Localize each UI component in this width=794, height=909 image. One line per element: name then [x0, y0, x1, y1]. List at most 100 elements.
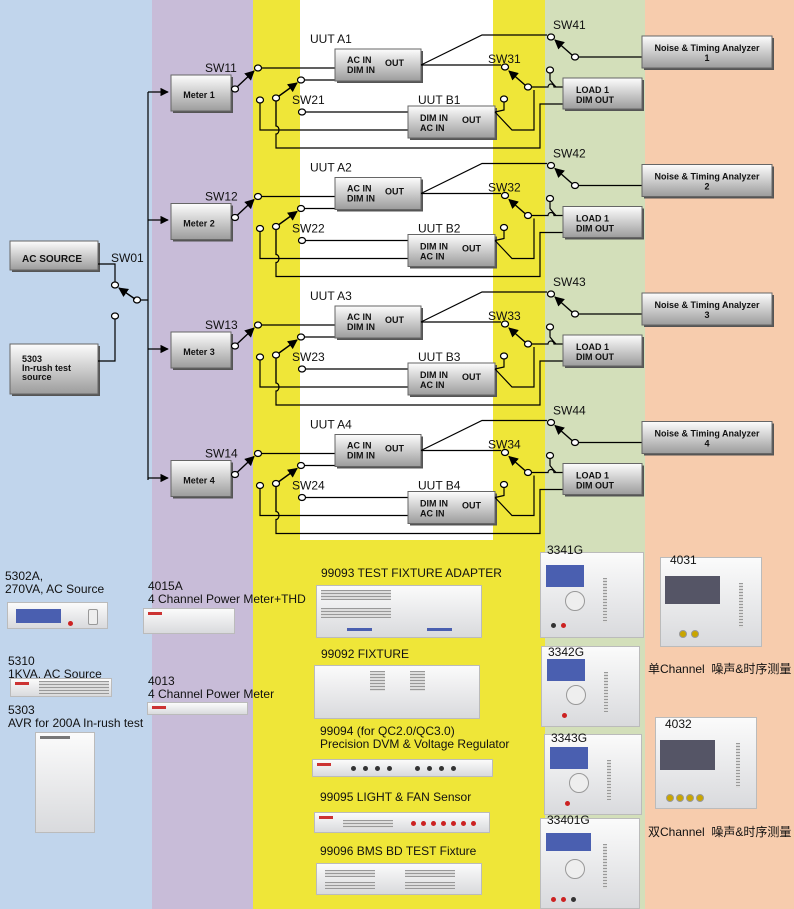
inrush-source-label: source [22, 372, 52, 382]
product-33401g-label: 33401G [547, 813, 590, 827]
wire [420, 419, 547, 452]
switch-lever [278, 82, 298, 97]
product-99094-image [312, 759, 493, 777]
load-label: LOAD 1 [576, 85, 609, 95]
wire [420, 162, 547, 195]
switch-lever [508, 327, 526, 343]
product-5302a-image [7, 602, 108, 629]
switch-contact [296, 333, 306, 341]
sw01-label: SW01 [111, 251, 144, 265]
noise-timing-analyzer-box [641, 35, 773, 69]
switch-contact [271, 94, 281, 102]
inrush-source-box [9, 343, 99, 395]
uut-a-label: UUT A3 [310, 289, 352, 303]
product-4015a-image [143, 608, 235, 634]
noise-timing-analyzer-label: Noise & Timing Analyzer [654, 43, 760, 53]
noise-timing-analyzer-number: 2 [704, 182, 709, 192]
switch-lever [508, 70, 526, 86]
product-3342g-image [541, 646, 640, 727]
load-dim-out-label: DIM OUT [576, 481, 614, 491]
wire [275, 229, 563, 278]
sw-nta-label: SW41 [553, 18, 586, 32]
load-box [562, 334, 643, 367]
meter-label: Meter 4 [183, 476, 215, 486]
uut-b-label: UUT B2 [418, 222, 461, 236]
switch-contact [297, 365, 307, 373]
uut-a-port-ac-in: AC IN [347, 184, 372, 194]
switch-contact [253, 449, 263, 458]
product-99093-label: 99093 TEST FIXTURE ADAPTER [321, 566, 502, 580]
switch-contact [499, 223, 509, 232]
noise-timing-analyzer-label: Noise & Timing Analyzer [654, 172, 760, 182]
switch-contact [500, 191, 510, 200]
meter-label: Meter 3 [183, 347, 215, 357]
product-99094-label: 99094 (for QC2.0/QC3.0) Precision DVM & … [320, 724, 510, 751]
product-4032-description: 双Channel 噪声&时序测量 [648, 825, 792, 839]
sw-dim-label: SW24 [292, 479, 325, 493]
uut-a-port-out: OUT [385, 444, 405, 454]
switch-contact [296, 76, 306, 84]
switch-contact [570, 53, 580, 61]
switch-contact [297, 236, 307, 245]
switch-contact [546, 290, 556, 298]
uut-a-box [334, 305, 422, 339]
sw-load-label: SW31 [488, 52, 521, 66]
switch-contact [545, 451, 555, 460]
switch-contact [253, 64, 263, 72]
product-4015a-label: 4015A 4 Channel Power Meter+THD [148, 579, 306, 606]
wire [494, 475, 535, 517]
switch-contact [230, 85, 240, 93]
sw-dim-label: SW21 [292, 93, 325, 107]
wire [98, 319, 116, 362]
noise-timing-analyzer-label: Noise & Timing Analyzer [654, 429, 760, 439]
uut-b-port-out: OUT [462, 501, 482, 511]
product-5303-label: 5303 AVR for 200A In-rush test [8, 703, 144, 730]
meter-band [152, 0, 253, 909]
uut-b-port-dim-in: DIM IN [420, 113, 448, 123]
uut-b-port-dim-in: DIM IN [420, 499, 448, 509]
switch-contact [500, 448, 510, 457]
sw-nta-label: SW43 [553, 275, 586, 289]
switch-lever [554, 424, 573, 442]
product-3342g-label: 3342G [548, 645, 585, 659]
switch-contact [570, 438, 580, 447]
wire [494, 218, 535, 260]
product-99092-label: 99092 FIXTURE [321, 647, 410, 661]
switch-contact [546, 161, 556, 170]
uut-b-box [407, 362, 496, 396]
product-3341g-image [540, 552, 644, 638]
wire [259, 360, 408, 388]
sw-meter-label: SW11 [205, 61, 237, 75]
switch-contact [546, 418, 556, 427]
product-99095-image [314, 812, 490, 833]
wire [531, 83, 563, 88]
load-box [562, 463, 643, 495]
load-label: LOAD 1 [576, 342, 609, 352]
switch-contact [296, 461, 306, 470]
switch-contact [296, 204, 306, 213]
sw-meter-label: SW14 [205, 447, 238, 461]
switch-contact [110, 312, 120, 320]
uut-a-box [334, 48, 422, 82]
switch-lever [508, 455, 526, 472]
product-4031-image [660, 557, 762, 647]
switch-contact [523, 83, 533, 91]
switch-contact [499, 480, 509, 489]
product-3343g-label: 3343G [551, 731, 588, 745]
switch-lever [236, 70, 255, 88]
product-99095-label: 99095 LIGHT & FAN Sensor [320, 790, 472, 804]
ac-source-label: AC SOURCE [22, 254, 82, 265]
product-99096-image [316, 863, 482, 895]
switch-contact [110, 281, 120, 289]
switch-contact [297, 108, 307, 116]
switch-contact [255, 353, 265, 361]
wire [420, 291, 547, 323]
uut-b-label: UUT B4 [418, 479, 461, 493]
switch-lever [554, 39, 573, 56]
switch-contact [546, 33, 556, 41]
wire [259, 103, 408, 131]
inrush-source-label: 5303 [22, 354, 42, 364]
switch-contact [523, 211, 533, 220]
switch-lever [236, 198, 255, 217]
